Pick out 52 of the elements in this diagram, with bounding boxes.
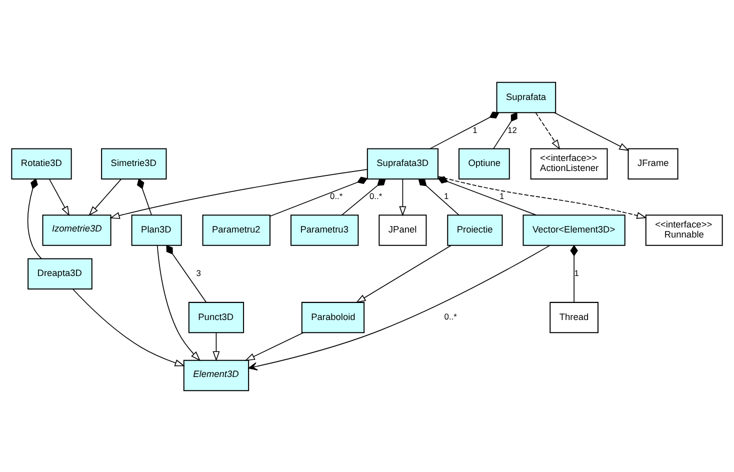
node-box: Punct3D (188, 301, 244, 333)
node-box: Suprafata3D (366, 148, 438, 179)
connector (270, 176, 368, 216)
edge-label: 0..* (330, 190, 343, 201)
node-box: Izometrie3D (42, 214, 112, 246)
arrow (554, 112, 630, 150)
node-box: Thread (550, 301, 598, 333)
edge-label: 3 (196, 267, 201, 278)
edge-label: 1 (472, 124, 478, 134)
arrow (72, 288, 185, 366)
arrow (48, 178, 70, 216)
node-box: Rotatie3D (11, 148, 72, 179)
arrow (88, 178, 122, 216)
connector (27, 178, 42, 258)
connector (430, 111, 500, 149)
edge-label: 1 (444, 190, 449, 201)
node-box: <<interface>> Runnable (645, 214, 723, 246)
node-box: Parametru2 (202, 214, 270, 246)
node-box: Element3D (183, 359, 250, 391)
node-box: Proiectie (447, 214, 503, 246)
connector (418, 178, 460, 215)
arrow (535, 112, 560, 150)
node-box: Dreapta3D (28, 258, 92, 289)
connector (570, 244, 578, 302)
node-box: Optiune (458, 148, 510, 179)
arrow (438, 175, 647, 218)
arrow (399, 178, 406, 216)
edge-label: 12 (508, 124, 517, 134)
arrow (110, 168, 368, 218)
edge-label: 0..* (370, 190, 382, 201)
node-box: Simetrie3D (101, 148, 167, 179)
connector (136, 178, 152, 215)
node-box: Vector<Element3D> (522, 214, 626, 246)
edge-label: 0..* (444, 311, 457, 322)
arrow (356, 244, 452, 302)
node-box: JPanel (378, 214, 427, 246)
node-box: JFrame (628, 148, 678, 179)
connector (166, 244, 207, 302)
node-box: Paraboloid (301, 301, 365, 333)
node-box: Parametru3 (290, 214, 359, 246)
connector (438, 176, 537, 215)
edge-label: 1 (499, 190, 504, 201)
arrow (156, 244, 201, 361)
edge-label: 1 (574, 267, 579, 278)
arrow (212, 332, 220, 361)
connector (493, 112, 518, 149)
node-box: Plan3D (131, 214, 182, 246)
connector (341, 178, 386, 215)
arrow (244, 332, 304, 360)
node-box: <<interface>> ActionListener (530, 148, 608, 179)
node-box: Suprafata (496, 81, 556, 113)
arrow (248, 244, 550, 370)
